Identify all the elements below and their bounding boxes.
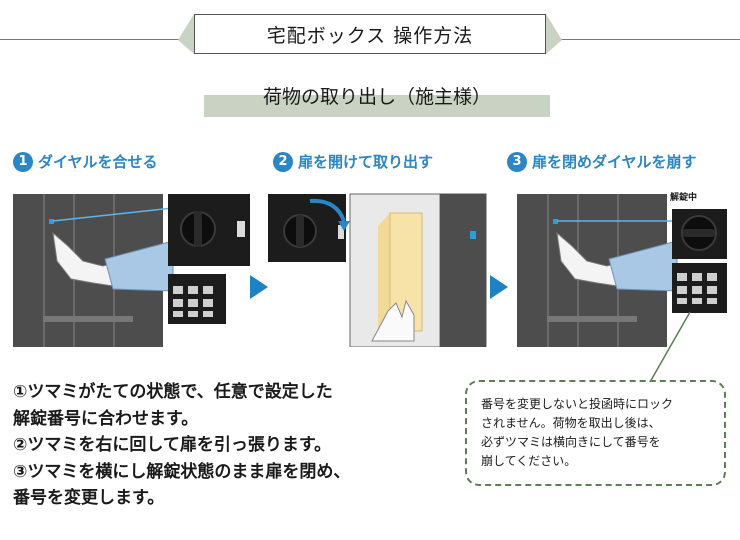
page-title: 宅配ボックス 操作方法 [194,14,546,54]
instruction-line: ③ツマミを横にし解錠状態のまま扉を閉め、 [13,461,351,482]
step-2-title: 2 扉を開けて取り出す [273,151,433,172]
next-arrow-2 [490,275,508,299]
caution-note: 番号を変更しないと投函時にロック されません。荷物を取出し後は、 必ずツマミは横… [465,380,726,486]
note-line: 必ずツマミは横向きにして番号を [481,435,661,449]
title-ribbon [178,14,562,54]
step-3-title: 3 扉を閉めダイヤルを崩す [507,151,697,172]
step-2-label: 扉を開けて取り出す [298,153,434,171]
step-1-number: 1 [13,151,33,172]
subtitle-highlight [204,95,550,117]
step-3-label: 扉を閉めダイヤルを崩す [532,153,697,171]
note-line: 番号を変更しないと投函時にロック [481,397,674,411]
instruction-line: 番号を変更します。 [13,488,165,508]
instruction-line: 解錠番号に合わせます。 [13,408,199,429]
step-1-illustration [13,194,250,347]
instructions: ①ツマミがたての状態で、任意で設定した 解錠番号に合わせます。 ②ツマミを右に回… [13,379,350,512]
step-2-illustration [268,193,487,347]
step-3-illustration [517,194,727,347]
note-callout-line [649,311,691,383]
step-1-label: ダイヤルを合せる [38,153,158,171]
instruction-line: ①ツマミがたての状態で、任意で設定した [13,382,333,402]
step-1-title: 1 ダイヤルを合せる [13,151,158,172]
note-line: されません。荷物を取出し後は、 [481,416,661,430]
section-subtitle: 荷物の取り出し（施主様） [262,86,491,108]
unlocking-badge: 解錠中 [670,193,698,203]
note-line: 崩してください。 [481,454,577,468]
next-arrow-1 [250,275,268,299]
instruction-line: ②ツマミを右に回して扉を引っ張ります。 [13,435,332,455]
step-2-number: 2 [273,151,293,172]
step-3-number: 3 [507,151,527,172]
